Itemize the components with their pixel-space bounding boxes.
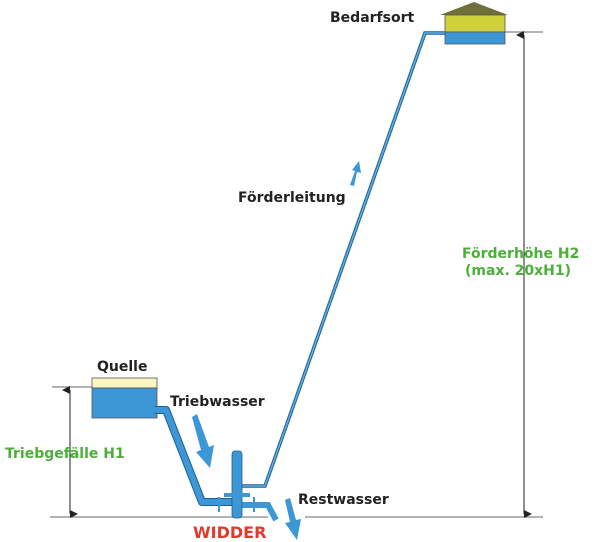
destination-tank-water [444, 31, 506, 45]
delivery-pipe [241, 32, 445, 487]
delivery-head-note: (max. 20xH1) [465, 263, 571, 279]
source-tank-water [91, 387, 158, 419]
source-label: Quelle [97, 359, 147, 375]
house-roof [440, 2, 508, 15]
source-tank-air [91, 377, 158, 389]
waste-outlet-pipe [240, 502, 279, 522]
delivery-pipe-outline [241, 31, 445, 488]
drive-head-label: Triebgefälle H1 [5, 446, 125, 462]
waste-water-label: Restwasser [298, 492, 389, 508]
waste-water-arrow-icon [285, 498, 301, 540]
delivery-head-label: Förderhöhe H2 [462, 246, 579, 262]
destination-label: Bedarfsort [330, 10, 414, 26]
flow-arrows [192, 161, 361, 540]
drive-water-arrow-icon [192, 414, 214, 468]
delivery-flow-arrow-icon [350, 161, 361, 186]
drive-water-label: Triebwasser [170, 394, 265, 410]
destination-tank-air [444, 14, 506, 33]
ram-air-chamber [231, 450, 243, 519]
delivery-pipe-label: Förderleitung [238, 190, 346, 206]
ram-flange [224, 493, 250, 497]
ram-pump-label: WIDDER [193, 523, 266, 542]
